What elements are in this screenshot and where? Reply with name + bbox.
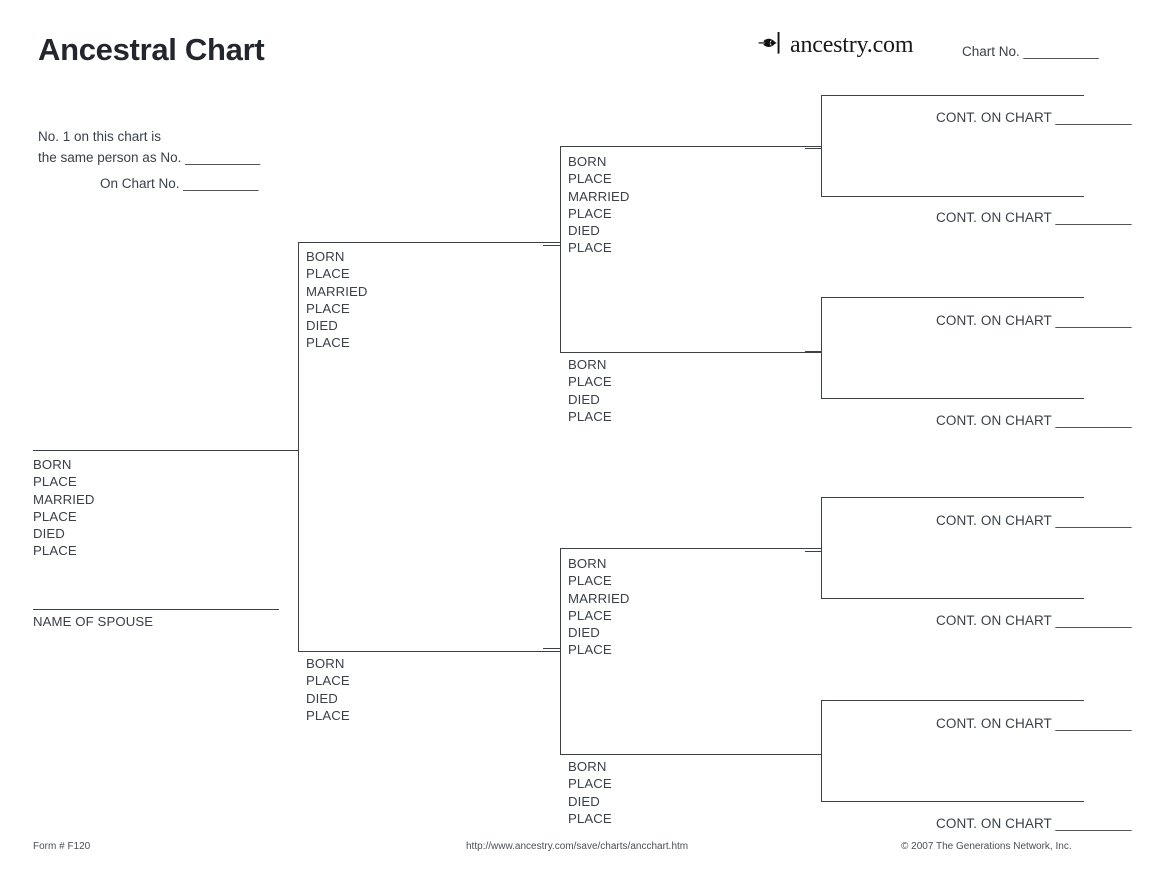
field-place-2: PLACE <box>306 300 350 316</box>
field-place-2: PLACE <box>568 607 612 623</box>
gen2-bracket-spine <box>298 242 299 652</box>
field-died: DIED <box>568 625 600 641</box>
gen4-ggp5-name-rule <box>821 497 1084 498</box>
gen4-bracket-4-spine <box>821 700 822 802</box>
gen3-mgf-name-rule <box>560 548 822 549</box>
gen4-ggp1-name-rule <box>821 95 1084 96</box>
gen2-mother-fields: BORN PLACE DIED PLACE <box>306 655 350 724</box>
field-place-2: PLACE <box>33 508 77 524</box>
connector-gen3mgf-to-gen4c <box>805 551 822 552</box>
person1-fields: BORN PLACE MARRIED PLACE DIED PLACE <box>33 456 95 560</box>
field-place: PLACE <box>568 374 612 390</box>
field-died: DIED <box>568 391 600 407</box>
connector-gen2father-to-gen3upper <box>543 245 560 246</box>
field-place: PLACE <box>306 266 350 282</box>
footer-copyright: © 2007 The Generations Network, Inc. <box>901 841 1072 852</box>
connector-person1-to-gen2 <box>282 450 299 451</box>
field-place: PLACE <box>306 673 350 689</box>
gen4-ggp3-cont-on-chart[interactable]: CONT. ON CHART __________ <box>936 313 1132 328</box>
field-died: DIED <box>568 793 600 809</box>
ancestry-brand-logo: ancestry.com <box>758 30 914 61</box>
field-married: MARRIED <box>33 491 95 507</box>
field-died: DIED <box>33 526 65 542</box>
footer-form-number: Form # F120 <box>33 841 91 852</box>
field-married: MARRIED <box>568 590 630 606</box>
connector-gen3pgm-to-gen4b <box>805 351 822 352</box>
field-place-3: PLACE <box>33 543 77 559</box>
spouse-caption: NAME OF SPOUSE <box>33 614 154 629</box>
gen3-mgf-fields: BORN PLACE MARRIED PLACE DIED PLACE <box>568 555 630 659</box>
gen4-ggp8-name-rule <box>821 801 1084 802</box>
gen3-upper-bracket-spine <box>560 146 561 353</box>
gen4-ggp6-cont-on-chart[interactable]: CONT. ON CHART __________ <box>936 613 1132 628</box>
on-chart-no-field[interactable]: On Chart No. __________ <box>100 176 259 191</box>
gen4-bracket-2-spine <box>821 297 822 399</box>
gen4-ggp2-cont-on-chart[interactable]: CONT. ON CHART __________ <box>936 210 1132 225</box>
field-died: DIED <box>306 690 338 706</box>
gen4-ggp7-name-rule <box>821 700 1084 701</box>
field-married: MARRIED <box>306 283 368 299</box>
gen3-mgm-fields: BORN PLACE DIED PLACE <box>568 758 612 827</box>
gen4-ggp1-cont-on-chart[interactable]: CONT. ON CHART __________ <box>936 110 1132 125</box>
gen4-ggp4-cont-on-chart[interactable]: CONT. ON CHART __________ <box>936 413 1132 428</box>
field-born: BORN <box>568 357 607 372</box>
gen3-pgf-fields: BORN PLACE MARRIED PLACE DIED PLACE <box>568 153 630 257</box>
field-place-2: PLACE <box>568 408 612 424</box>
connector-gen2mother-to-gen3lower <box>543 648 560 649</box>
connector-gen3pgf-to-gen4a <box>805 148 822 149</box>
field-place-2: PLACE <box>568 205 612 221</box>
gen4-ggp7-cont-on-chart[interactable]: CONT. ON CHART __________ <box>936 716 1132 731</box>
gen2-father-fields: BORN PLACE MARRIED PLACE DIED PLACE <box>306 248 368 352</box>
field-born: BORN <box>33 457 72 472</box>
gen3-mgm-name-rule <box>560 754 822 755</box>
field-born: BORN <box>568 759 607 774</box>
gen4-ggp8-cont-on-chart[interactable]: CONT. ON CHART __________ <box>936 816 1132 831</box>
gen3-pgm-name-rule <box>560 352 822 353</box>
gen3-lower-bracket-spine <box>560 548 561 755</box>
gen2-mother-name-rule <box>298 651 560 652</box>
field-died: DIED <box>306 318 338 334</box>
person1-name-rule <box>33 450 299 451</box>
field-died: DIED <box>568 223 600 239</box>
field-place: PLACE <box>568 573 612 589</box>
field-place-3: PLACE <box>568 642 612 658</box>
gen2-father-name-rule <box>298 242 560 243</box>
ancestry-leaf-icon <box>758 30 788 61</box>
chart-cross-reference-note: No. 1 on this chart is the same person a… <box>38 126 260 168</box>
note-line-2[interactable]: the same person as No. __________ <box>38 150 261 165</box>
field-place-3: PLACE <box>306 335 350 351</box>
gen4-bracket-1-spine <box>821 95 822 197</box>
field-born: BORN <box>568 556 607 571</box>
field-married: MARRIED <box>568 188 630 204</box>
gen4-bracket-3-spine <box>821 497 822 599</box>
footer-url[interactable]: http://www.ancestry.com/save/charts/ancc… <box>466 841 689 852</box>
field-place-2: PLACE <box>306 707 350 723</box>
field-place-2: PLACE <box>568 810 612 826</box>
field-born: BORN <box>306 656 345 671</box>
note-line-1: No. 1 on this chart is <box>38 129 162 144</box>
gen4-ggp3-name-rule <box>821 297 1084 298</box>
brand-wordmark: ancestry.com <box>790 31 914 58</box>
page-title: Ancestral Chart <box>38 32 265 67</box>
connector-gen3mgm-to-gen4d <box>805 754 822 755</box>
gen4-ggp2-name-rule <box>821 196 1084 197</box>
field-born: BORN <box>568 154 607 169</box>
field-place: PLACE <box>568 171 612 187</box>
gen3-pgm-fields: BORN PLACE DIED PLACE <box>568 356 612 425</box>
spouse-name-rule <box>33 609 279 610</box>
gen4-ggp5-cont-on-chart[interactable]: CONT. ON CHART __________ <box>936 513 1132 528</box>
field-place: PLACE <box>33 474 77 490</box>
field-place-3: PLACE <box>568 240 612 256</box>
field-place: PLACE <box>568 776 612 792</box>
gen4-ggp6-name-rule <box>821 598 1084 599</box>
gen4-ggp4-name-rule <box>821 398 1084 399</box>
field-born: BORN <box>306 249 345 264</box>
gen3-pgf-name-rule <box>560 146 822 147</box>
chart-no-field[interactable]: Chart No. __________ <box>962 44 1099 59</box>
